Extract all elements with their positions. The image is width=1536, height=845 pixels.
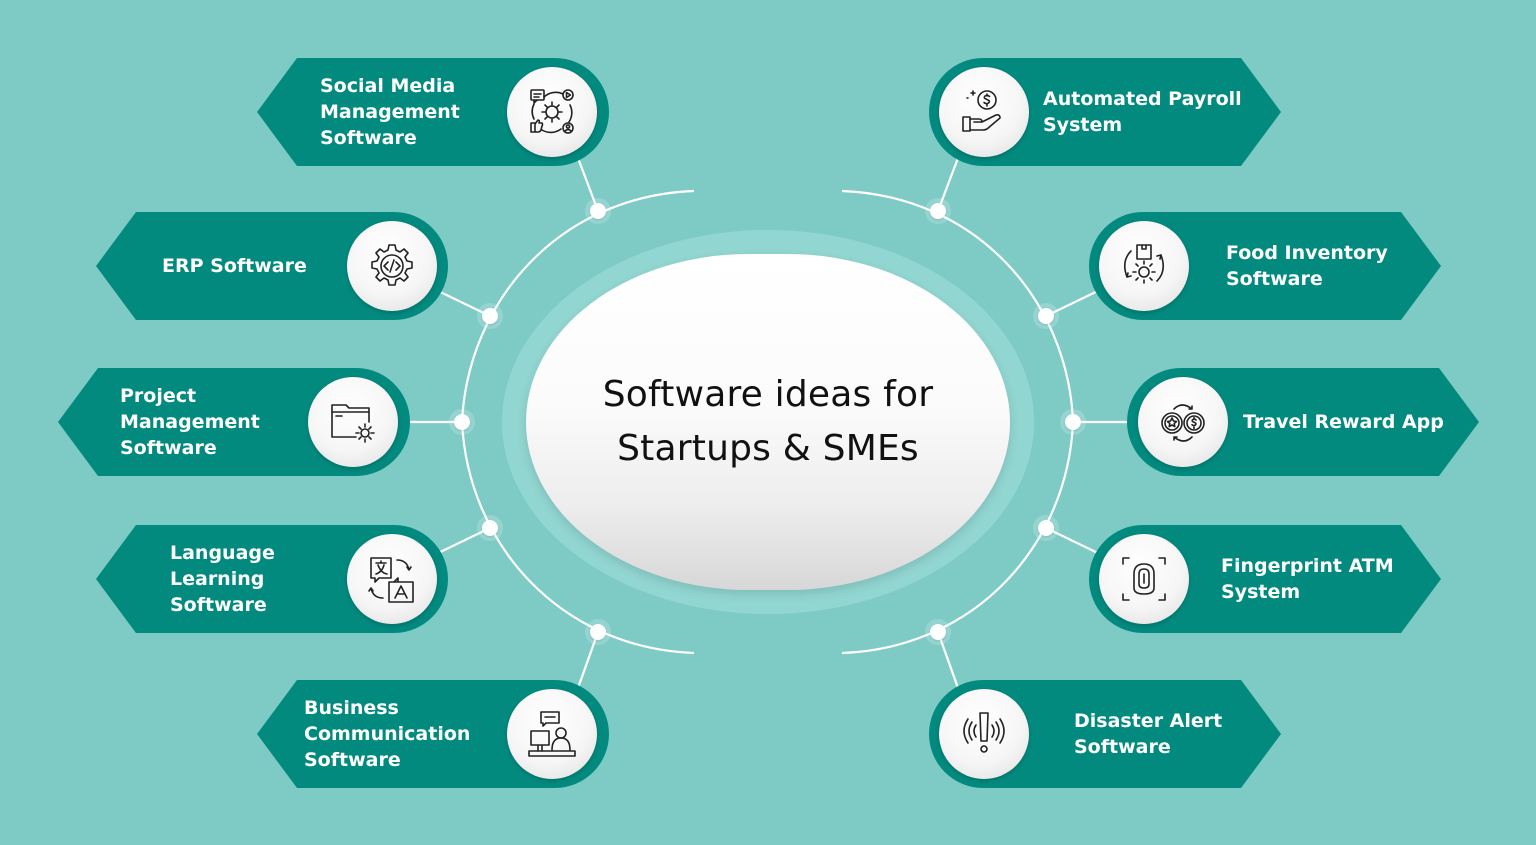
item-label: Disaster Alert Software	[1074, 710, 1223, 758]
hand-coin-icon	[939, 67, 1029, 157]
connector-dot	[482, 308, 498, 324]
connector-dot	[590, 203, 606, 219]
connector-dot	[454, 414, 470, 430]
folder-gear-icon	[308, 377, 398, 467]
item-label: Travel Reward App	[1243, 411, 1444, 433]
center-title: Software ideas for Startups & SMEs	[602, 374, 934, 469]
item-label: Business Communication Software	[304, 697, 471, 771]
connector-dot	[930, 203, 946, 219]
social-media-management-icon	[507, 67, 597, 157]
desk-chat-icon	[507, 689, 597, 779]
item-label: Language Learning Software	[170, 542, 275, 616]
center-node: Software ideas for Startups & SMEs	[526, 254, 1010, 590]
fingerprint-scan-icon	[1099, 534, 1189, 624]
item-label: Fingerprint ATM System	[1221, 555, 1394, 603]
item-label: Social Media Management Software	[320, 75, 460, 149]
connector-dot	[930, 624, 946, 640]
box-gear-cycle-icon	[1099, 221, 1189, 311]
connector-dot	[1038, 308, 1054, 324]
item-label: Project Management Software	[120, 385, 260, 459]
alert-signal-icon	[939, 689, 1029, 779]
connector-dot	[1038, 520, 1054, 536]
coin-exchange-icon	[1138, 377, 1228, 467]
gear-code-icon	[347, 221, 437, 311]
connector-dot	[482, 520, 498, 536]
connector-dot	[1065, 414, 1081, 430]
item-label: Automated Payroll System	[1043, 88, 1242, 136]
item-label: Food Inventory Software	[1226, 242, 1388, 290]
item-label: ERP Software	[162, 255, 307, 277]
translate-icon	[347, 534, 437, 624]
connector-dot	[590, 624, 606, 640]
